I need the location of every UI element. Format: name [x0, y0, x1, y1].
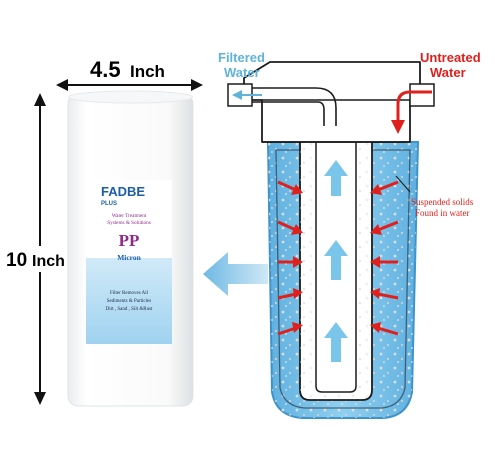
solids-leader-line [395, 175, 411, 193]
height-unit-label: Inch [32, 253, 65, 270]
filtered-water-label-line-2: Water [224, 65, 260, 80]
red-arrow-icon [370, 256, 398, 268]
brand-logo: FADBE [101, 184, 145, 199]
left-arrow-icon [203, 252, 268, 296]
red-arrow-icon [277, 220, 303, 235]
product-code: PP [119, 231, 140, 250]
suspended-solids-label-line-2: Found in water [415, 208, 470, 218]
housing-cap [227, 61, 435, 143]
suspended-solids-label-line-1: Suspended solids [411, 197, 474, 207]
micron-label: Micron [117, 253, 141, 262]
width-dimension: 4.5 Inch [56, 57, 203, 91]
tagline-line-1: Water Treatment [112, 213, 147, 219]
description-line-1: Filter Removes All [110, 291, 149, 296]
red-arrow-icon [370, 220, 399, 235]
red-arrow-icon [277, 322, 303, 336]
untreated-inlet-arrow-icon [391, 90, 432, 134]
height-value-label: 10 [6, 250, 27, 271]
height-dimension: 10 Inch [4, 93, 80, 405]
cartridge-label: FADBE PLUS Water Treatment Systems & Sol… [86, 180, 172, 344]
red-arrow-icon [277, 288, 303, 300]
tagline-line-2: Systems & Solutions [107, 220, 151, 226]
red-arrow-icon [370, 322, 399, 336]
untreated-water-label-line-2: Water [430, 65, 466, 80]
width-unit-label: Inch [130, 62, 165, 81]
red-arrow-icon [277, 180, 303, 195]
filtered-outlet-arrow-icon [232, 90, 262, 100]
red-arrow-icon [370, 180, 399, 195]
upflow-arrows [324, 160, 348, 362]
untreated-water-label-line-1: Untreated [420, 50, 481, 65]
up-arrow-icon [324, 160, 348, 196]
red-arrow-icon [278, 256, 303, 268]
description-line-3: Dirt , Sand , Silt &Rust [106, 307, 153, 312]
description-line-2: Sediments & Particles [107, 299, 151, 304]
right-inflow-arrows [370, 180, 399, 336]
brand-subtitle: PLUS [101, 201, 117, 207]
filtered-water-label-line-1: Filtered [218, 50, 265, 65]
red-arrow-icon [370, 288, 399, 300]
up-arrow-icon [324, 240, 348, 280]
width-value-label: 4.5 [90, 57, 121, 82]
up-arrow-icon [324, 322, 348, 362]
left-inflow-arrows [277, 180, 303, 336]
